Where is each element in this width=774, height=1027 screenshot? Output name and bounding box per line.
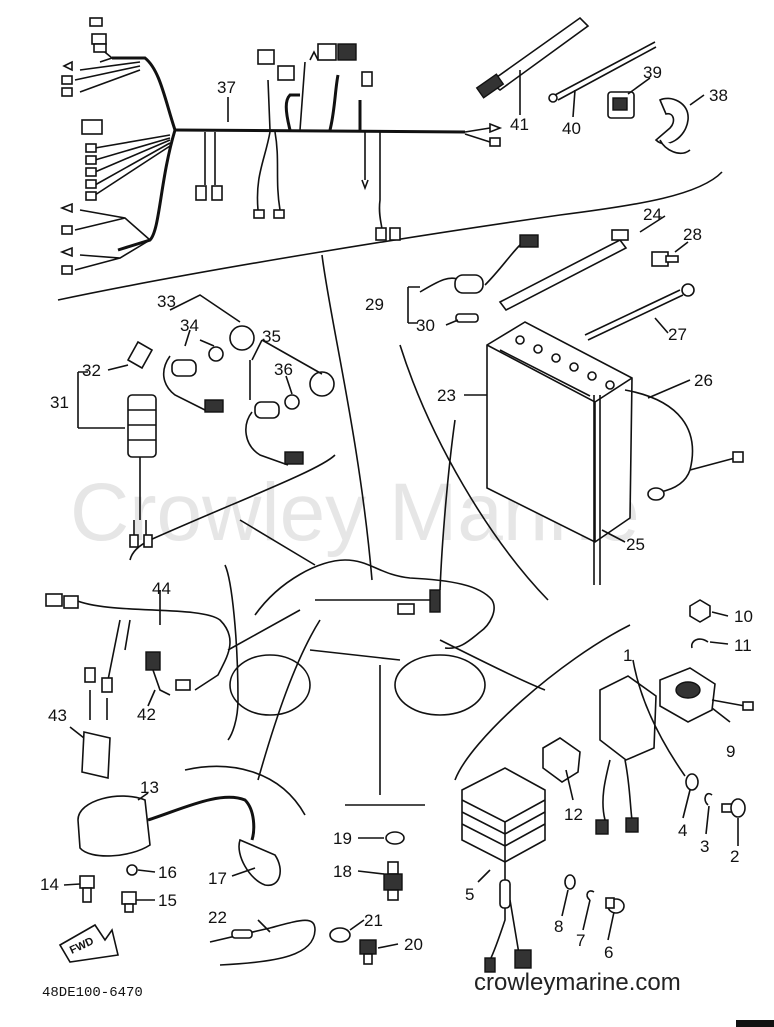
holder-38 [654,97,691,155]
callout-labels: 1 2 3 4 5 6 7 8 9 10 11 12 13 14 15 16 1… [40,63,753,962]
cap-33 [162,325,255,413]
callout-37: 37 [217,78,236,97]
callout-6: 6 [604,943,613,962]
callout-11: 11 [734,636,752,655]
callout-28: 28 [683,225,702,244]
callout-36: 36 [274,360,293,379]
bolt-28 [651,251,679,267]
washer-7 [586,890,595,901]
plug-cap-17 [238,838,281,886]
cap-35 [245,371,335,466]
washer-8 [564,874,576,890]
bolt-14 [79,875,95,903]
vehicle-outline [229,559,495,716]
ignition-coil-13 [77,795,256,857]
callout-44: 44 [152,579,171,598]
callout-17: 17 [208,869,227,888]
callout-18: 18 [333,862,352,881]
fuse-30 [455,313,479,323]
nut-10 [689,599,711,623]
callout-4: 4 [678,821,687,840]
callout-10: 10 [734,607,753,626]
fwd-arrow: FWD [58,923,119,963]
washer-3 [704,792,713,806]
callout-30: 30 [416,316,435,335]
lead-22 [209,919,316,966]
bolt-2 [721,798,746,818]
callout-3: 3 [700,837,709,856]
bolt-20 [359,939,377,965]
lead-27 [584,283,695,341]
washer-21 [329,927,351,943]
callout-7: 7 [576,931,585,950]
callout-39: 39 [643,63,662,82]
spark-plug-18 [383,861,403,901]
corner-mark [736,1020,774,1027]
callout-12: 12 [564,805,583,824]
washer-4 [685,773,699,791]
sub-harness-44 [45,593,231,720]
main-switch-31 [127,394,157,548]
callout-22: 22 [208,908,227,927]
fuse-holder-29 [419,234,539,294]
strap-41 [475,16,590,99]
drawing-code: 48DE100-6470 [42,985,143,1001]
breather-pipe-25 [593,395,601,585]
site-url: crowleymarine.com [474,969,681,996]
rectifier-5 [461,767,546,973]
switch-42 [145,651,191,696]
label-43 [81,731,111,779]
callout-2: 2 [730,847,739,866]
callout-25: 25 [626,535,645,554]
callout-34: 34 [180,316,199,335]
callout-20: 20 [404,935,423,954]
callout-27: 27 [668,325,687,344]
relay-12 [542,737,581,783]
callout-38: 38 [709,86,728,105]
washer-16 [126,864,138,876]
battery-lead-26 [624,389,744,501]
callout-23: 23 [437,386,456,405]
battery-23 [486,321,633,543]
bolt-6 [605,897,625,914]
relay-unit-1 [595,675,657,835]
key-32 [126,340,154,370]
callout-8: 8 [554,917,563,936]
callout-40: 40 [562,119,581,138]
callout-43: 43 [48,706,67,725]
callout-21: 21 [364,911,383,930]
callout-42: 42 [137,705,156,724]
bolt-15 [121,891,137,913]
callout-24: 24 [643,205,662,224]
callout-29: 29 [365,295,384,314]
starter-relay-9 [659,667,754,723]
callout-19: 19 [333,829,352,848]
callout-15: 15 [158,891,177,910]
callout-35: 35 [262,327,281,346]
group-boundaries [57,171,723,816]
callout-13: 13 [140,778,159,797]
callout-16: 16 [158,863,177,882]
clamp-39 [607,91,635,119]
callout-5: 5 [465,885,474,904]
callout-14: 14 [40,875,59,894]
washer-11 [690,638,709,649]
washer-19 [385,831,405,845]
callout-32: 32 [82,361,101,380]
callout-41: 41 [510,115,529,134]
callout-leaders [63,70,739,949]
callout-31: 31 [50,393,69,412]
callout-26: 26 [694,371,713,390]
leader-lines [227,254,546,795]
callout-9: 9 [726,742,735,761]
main-wire-harness [59,17,503,275]
battery-band-24 [498,229,629,312]
callout-33: 33 [157,292,176,311]
cable-tie-40 [548,41,657,103]
callout-1: 1 [623,646,632,665]
